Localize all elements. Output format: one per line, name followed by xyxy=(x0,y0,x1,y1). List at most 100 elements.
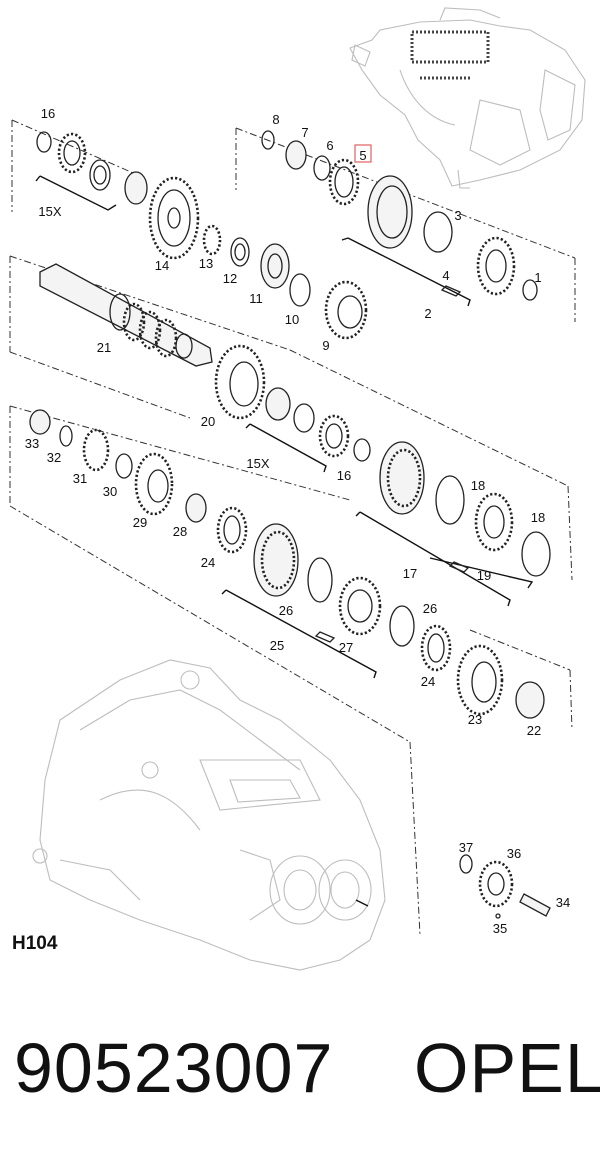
callout-6: 6 xyxy=(326,138,333,153)
callout-26: 26 xyxy=(279,603,293,618)
callout-5: 5 xyxy=(359,148,366,163)
callout-15x: 15X xyxy=(246,456,269,471)
reverse-gear-parts xyxy=(459,854,551,919)
part-number: 90523007 xyxy=(14,1029,334,1107)
gearbox-housing-sketch xyxy=(32,659,386,971)
callout-23: 23 xyxy=(468,712,482,727)
callout-11: 11 xyxy=(249,291,263,306)
callout-8: 8 xyxy=(272,112,279,127)
group-frames xyxy=(9,119,576,936)
row-3-parts xyxy=(29,409,545,719)
callout-33: 33 xyxy=(25,436,39,451)
ball-bearing-11 xyxy=(260,243,290,289)
callout-35: 35 xyxy=(493,921,507,936)
synchro-ring-24 xyxy=(216,506,248,554)
hub-2 xyxy=(476,236,516,296)
callout-34: 34 xyxy=(556,895,570,910)
callout-36: 36 xyxy=(507,846,521,861)
callout-4: 4 xyxy=(442,268,449,283)
synchro-ring-16 xyxy=(57,132,87,174)
gearbox-overview-sketch xyxy=(349,7,586,189)
callout-19: 19 xyxy=(477,568,491,583)
brand-name: OPEL xyxy=(414,1029,600,1107)
gear-31 xyxy=(82,428,110,472)
needle-bearing-15x xyxy=(124,171,148,205)
callout-21: 21 xyxy=(97,340,111,355)
needle-bearing-22 xyxy=(515,681,545,719)
ring-32 xyxy=(59,425,73,447)
circlip-18b xyxy=(521,531,551,577)
key-19 xyxy=(448,561,470,573)
bearing-30 xyxy=(115,453,133,479)
callout-2: 2 xyxy=(424,306,431,321)
needle-bearing-33 xyxy=(29,409,51,435)
row-1-parts xyxy=(36,130,538,340)
callout-28: 28 xyxy=(173,524,187,539)
snap-ring-8 xyxy=(261,130,275,150)
callout-30: 30 xyxy=(103,484,117,499)
circlip-10 xyxy=(289,273,311,307)
gear-20 xyxy=(214,344,266,420)
hub-25 xyxy=(338,576,382,636)
circlip-3 xyxy=(423,211,453,253)
callout-3: 3 xyxy=(454,208,461,223)
pin-35 xyxy=(495,913,501,919)
gear-14 xyxy=(148,176,200,260)
sleeve-2 xyxy=(367,175,413,249)
synchro-ring-24b xyxy=(420,624,452,672)
needle-bearing-28 xyxy=(185,493,207,523)
synchro-ring-5 xyxy=(328,158,360,206)
row-2-parts xyxy=(214,344,551,577)
ring-6 xyxy=(313,155,331,181)
callout-10: 10 xyxy=(285,312,299,327)
key-27 xyxy=(314,631,336,643)
callout-16: 16 xyxy=(41,106,55,121)
circlip-26 xyxy=(307,557,333,603)
callout-17: 17 xyxy=(403,566,417,581)
highlight-box-5 xyxy=(354,144,372,163)
callout-9: 9 xyxy=(322,338,329,353)
callout-29: 29 xyxy=(133,515,147,530)
key-4 xyxy=(440,285,462,297)
washer-12 xyxy=(230,237,250,267)
gear-36 xyxy=(478,860,514,908)
needle-bearing-7 xyxy=(285,140,307,170)
circlip-18 xyxy=(435,475,465,525)
circlip-26b xyxy=(389,605,415,647)
callout-13: 13 xyxy=(199,256,213,271)
shaft-34 xyxy=(519,893,551,917)
gear-23 xyxy=(456,644,504,716)
callout-7: 7 xyxy=(301,125,308,140)
callout-15x: 15X xyxy=(38,204,61,219)
gear-29 xyxy=(134,452,174,516)
snap-ring-16 xyxy=(36,131,52,153)
gear-9 xyxy=(324,280,368,340)
callout-25: 25 xyxy=(270,638,284,653)
callout-32: 32 xyxy=(47,450,61,465)
hub-17 xyxy=(474,492,514,552)
callout-12: 12 xyxy=(223,271,237,286)
callout-18: 18 xyxy=(471,478,485,493)
main-shaft-21 xyxy=(39,263,213,367)
ring-37 xyxy=(459,854,473,874)
callout-labels: 123456789101112131415X16202115X161718181… xyxy=(25,106,570,936)
callout-24: 24 xyxy=(201,555,215,570)
callout-37: 37 xyxy=(459,840,473,855)
callout-22: 22 xyxy=(527,723,541,738)
callout-18: 18 xyxy=(531,510,545,525)
callout-20: 20 xyxy=(201,414,215,429)
ring-1 xyxy=(522,279,538,301)
callout-31: 31 xyxy=(73,471,87,486)
diagram-code: H104 xyxy=(12,933,58,954)
callout-27: 27 xyxy=(339,640,353,655)
thrust-washer-13 xyxy=(202,224,222,256)
callout-16: 16 xyxy=(337,468,351,483)
callout-26: 26 xyxy=(423,601,437,616)
callout-14: 14 xyxy=(155,258,169,273)
synchro-ring-16b xyxy=(318,414,350,458)
sleeve-17 xyxy=(379,441,425,515)
callout-24: 24 xyxy=(421,674,435,689)
callout-1: 1 xyxy=(534,270,541,285)
sleeve-25 xyxy=(253,523,299,597)
